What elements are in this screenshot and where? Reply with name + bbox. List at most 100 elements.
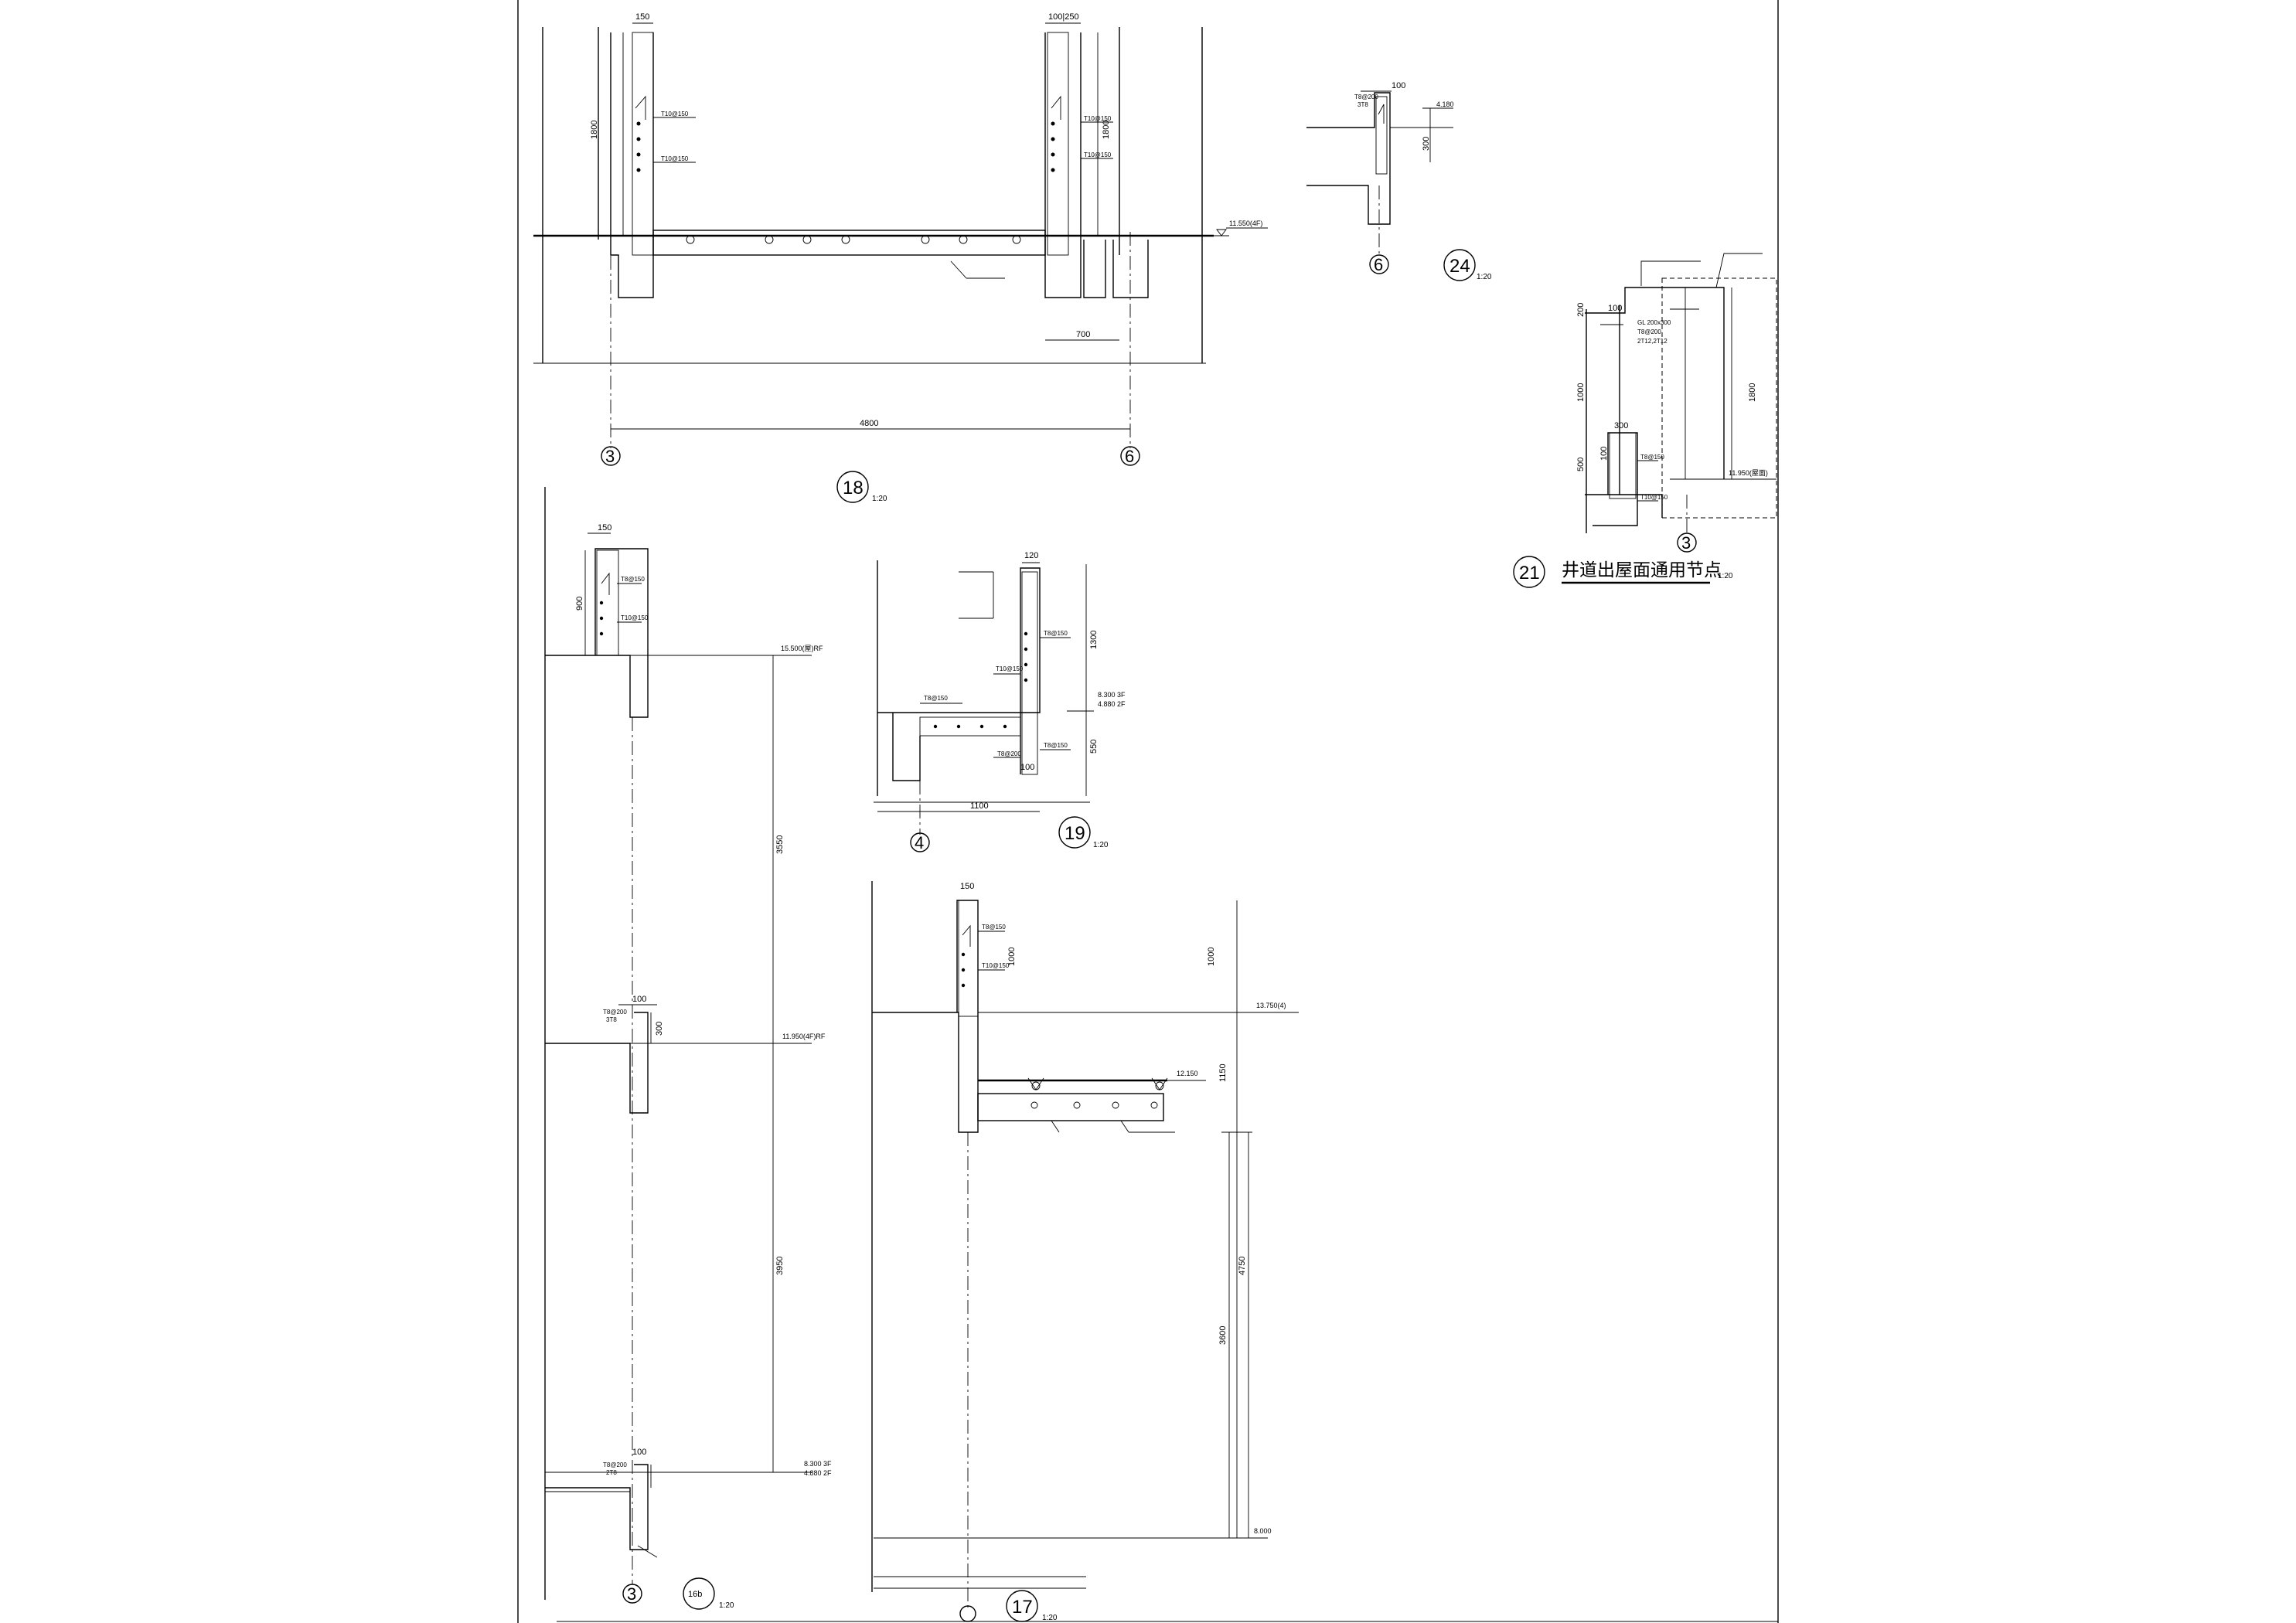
d17-level-3: 8.000 — [1254, 1527, 1272, 1535]
d21-rebar-1: GL 200x300 — [1637, 319, 1671, 326]
d16b-dim-100a: 100 — [632, 995, 646, 1004]
d16b-axis-bubble — [622, 1584, 642, 1604]
d24-rebar-2: 3Τ8 — [1358, 101, 1368, 108]
d18-rebar-1: Τ10@150 — [661, 111, 689, 117]
d16b-dim-900: 900 — [575, 597, 584, 611]
d17-dim-4750: 4750 — [1238, 1257, 1247, 1275]
d18-scale: 1:20 — [872, 495, 887, 503]
d18-axis-bubble-b — [1120, 446, 1140, 466]
d24-level: 4.180 — [1436, 100, 1454, 108]
d16b-rebar-3: Τ8@200 — [603, 1009, 627, 1016]
detail-19: 120 Τ8@150 Τ10@150 Τ8@150 Τ8@200 Τ8@150 … — [874, 551, 1126, 852]
d19-rebar-2: Τ10@150 — [996, 665, 1024, 672]
d19-scale: 1:20 — [1093, 841, 1109, 849]
d16b-dim-300: 300 — [655, 1022, 664, 1036]
d19-axis-bubble — [910, 832, 930, 852]
d18-axis-a: 3 — [605, 447, 615, 466]
d19-tag: 19 — [1065, 823, 1085, 844]
d21-rebar-2: Τ8@200 — [1637, 328, 1661, 335]
d16b-dim-150: 150 — [598, 523, 611, 532]
d19-level-1: 8.300 3F — [1098, 691, 1126, 699]
d24-dim-300: 300 — [1422, 137, 1431, 151]
d19-rebar-1: Τ8@150 — [1044, 630, 1068, 637]
d18-dim-1800-left: 1800 — [590, 121, 599, 139]
d16b-dim-3950: 3950 — [775, 1257, 785, 1275]
d17-dim-1000-col: 1000 — [1007, 948, 1017, 966]
d21-rebar-4: Τ8@150 — [1640, 454, 1664, 461]
d21-dim-200: 200 — [1576, 303, 1586, 317]
d19-dim-1300: 1300 — [1089, 631, 1099, 649]
d21-dim-1800: 1800 — [1748, 383, 1757, 402]
d18-dim-150: 150 — [635, 12, 649, 22]
d18-rebar-2: Τ10@150 — [661, 155, 689, 162]
d21-level: 11.950(屋面) — [1729, 469, 1768, 477]
d17-dim-1000: 1000 — [1207, 948, 1216, 966]
d16b-axis: 3 — [627, 1584, 636, 1604]
d18-dim-700: 700 — [1076, 330, 1090, 339]
d19-dim-1100: 1100 — [970, 801, 989, 811]
d18-dim-4800: 4800 — [860, 419, 878, 428]
d21-dim-500: 500 — [1576, 458, 1586, 471]
d19-dim-550: 550 — [1089, 740, 1099, 754]
d21-dim-1000: 1000 — [1576, 383, 1586, 402]
d17-dim-150: 150 — [960, 882, 974, 891]
d18-level: 11.550(4F) — [1229, 219, 1262, 227]
d24-rebar-1: Τ8@200 — [1354, 94, 1378, 100]
d21-axis: 3 — [1681, 533, 1691, 553]
d18-dim-100250: 100|250 — [1048, 12, 1079, 22]
d21-tag-bubble — [1513, 556, 1545, 588]
d21-dim-100: 100 — [1608, 304, 1622, 313]
d19-axis: 4 — [915, 833, 924, 852]
d21-tag: 21 — [1519, 563, 1540, 584]
detail-24: Τ8@200 3Τ8 100 300 4.180 6 24 1:20 — [1306, 81, 1492, 281]
d16b-dim-3550: 3550 — [775, 835, 785, 854]
d16b-level-1: 15.500(屋)RF — [781, 645, 823, 652]
d21-rebar-3: 2Τ12,2Τ12 — [1637, 338, 1667, 345]
detail-21: 200 100 1000 1800 500 300 100 GL 200x300… — [1513, 253, 1777, 588]
d19-rebar-4: Τ8@200 — [997, 750, 1021, 757]
d16b-dim-100b: 100 — [632, 1448, 646, 1457]
detail-16b: 150 900 Τ8@150 Τ10@150 15.500(屋)RF 3550 … — [544, 487, 832, 1610]
d17-scale: 1:20 — [1042, 1614, 1058, 1622]
d17-level-1: 13.750(4) — [1256, 1002, 1286, 1009]
d21-dim-100b: 100 — [1599, 447, 1609, 461]
d21-axis-bubble — [1677, 532, 1697, 553]
d17-tag: 17 — [1012, 1597, 1033, 1618]
d16b-level-2: 11.950(4F)RF — [782, 1033, 826, 1040]
d17-axis-bubble — [959, 1605, 976, 1622]
d17-tag-bubble — [1006, 1590, 1038, 1622]
d21-dim-300: 300 — [1614, 421, 1628, 430]
d18-rebar-3: Τ10@150 — [1084, 115, 1112, 122]
d16b-rebar-4: 3Τ8 — [606, 1016, 617, 1023]
d18-tag: 18 — [843, 478, 864, 498]
d21-scale: 1:20 — [1718, 572, 1733, 580]
d18-rebar-4: Τ10@150 — [1084, 151, 1112, 158]
d18-axis-bubble-a — [601, 446, 621, 466]
d16b-level-3: 8.300 3F — [804, 1460, 832, 1468]
d19-dim-120: 120 — [1024, 551, 1038, 560]
d21-rebar-5: Τ10@150 — [1640, 494, 1668, 501]
detail-17: 150 Τ8@150 Τ10@150 1000 1000 13.750(4) 1… — [871, 881, 1299, 1622]
d17-level-2: 12.150 — [1177, 1070, 1198, 1077]
d19-dim-100: 100 — [1020, 763, 1034, 772]
d16b-scale: 1:20 — [719, 1601, 734, 1610]
d19-rebar-5: Τ8@150 — [1044, 742, 1068, 749]
d17-rebar-2: Τ10@150 — [982, 962, 1010, 969]
d16b-rebar-2: Τ10@150 — [621, 614, 649, 621]
d24-tag-bubble — [1443, 249, 1476, 281]
d19-rebar-3: Τ8@150 — [924, 695, 948, 702]
d24-dim-100: 100 — [1392, 81, 1405, 90]
d24-tag: 24 — [1449, 256, 1470, 277]
d19-tag-bubble — [1058, 816, 1091, 849]
detail-18: 150 100|250 1800 1800 Τ10@150 Τ10@150 Τ1… — [533, 12, 1268, 503]
d18-dim-1800-right: 1800 — [1102, 121, 1111, 139]
d19-level-2: 4.880 2F — [1098, 700, 1126, 708]
d16b-rebar-6: 2Τ8 — [606, 1469, 617, 1476]
d16b-tag-bubble — [683, 1577, 715, 1610]
d16b-level-4: 4.880 2F — [804, 1469, 832, 1477]
d16b-rebar-1: Τ8@150 — [621, 576, 645, 583]
d18-axis-b: 6 — [1125, 447, 1134, 466]
d24-axis: 6 — [1374, 255, 1383, 274]
d21-title: 井道出屋面通用节点 — [1562, 560, 1722, 580]
